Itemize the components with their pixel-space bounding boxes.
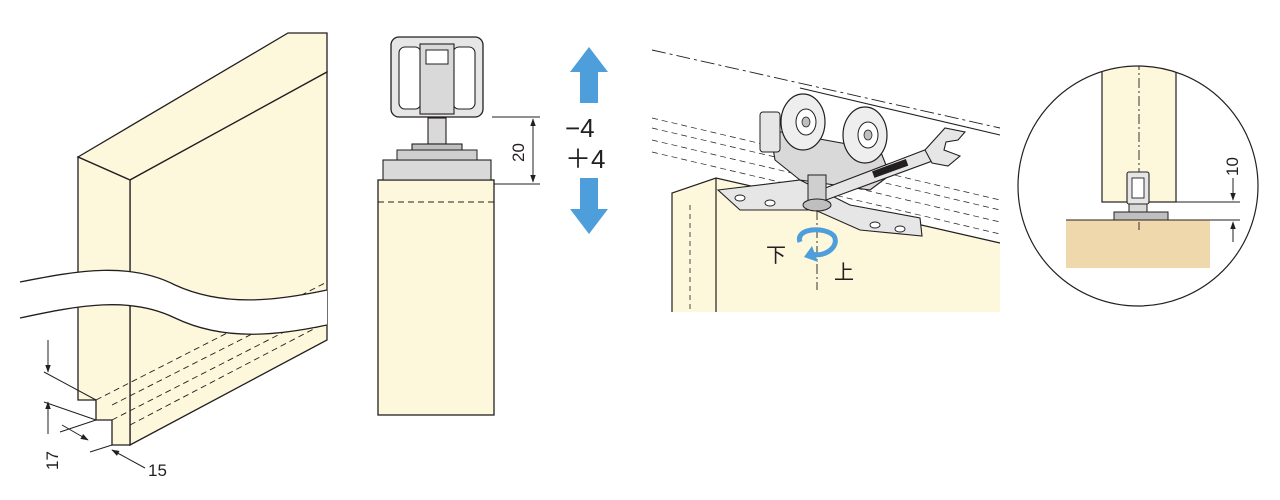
rail-lines [651, 49, 1001, 235]
roller-front-view: 20 [377, 36, 540, 416]
wrench-icon [819, 127, 967, 201]
arrow-down-icon [570, 178, 608, 234]
height-adjust-indicator: −4 ＋4 [565, 47, 608, 234]
label-down: 下 [766, 245, 786, 267]
door-panel-perspective: 17 15 [19, 32, 328, 480]
detail-circle [1017, 65, 1259, 307]
dimension-17 [43, 340, 97, 434]
dimension-15 [59, 419, 146, 469]
dim-label-gap: 20 [509, 143, 528, 162]
label-up: 上 [834, 261, 854, 284]
wheel-left-icon [780, 93, 826, 151]
break-line-top [19, 269, 328, 301]
wheel-right-icon [842, 106, 888, 164]
detail-floor [1066, 220, 1210, 268]
dim-label-width: 15 [148, 461, 167, 480]
rotation-arrow-icon [797, 227, 838, 258]
dim-label-clearance: 10 [1223, 157, 1242, 176]
adjust-plus-label: ＋4 [565, 144, 605, 174]
roller-plate [382, 159, 492, 181]
clearance-detail: 10 [1017, 65, 1259, 307]
dimension-10 [1176, 178, 1240, 242]
adjust-minus-label: −4 [565, 113, 595, 143]
dimension-20 [492, 116, 540, 185]
dim-label-height: 17 [43, 451, 62, 470]
break-line-bottom [19, 304, 328, 335]
break-band [20, 270, 327, 335]
door-front [377, 179, 495, 416]
arrow-up-icon [570, 47, 608, 103]
roller-adjustment-perspective: 下 上 [651, 49, 1001, 312]
